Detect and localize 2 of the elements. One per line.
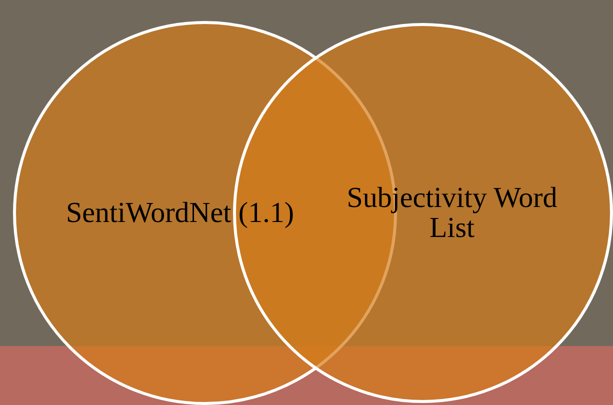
circle-label: Subjectivity Word List — [346, 183, 558, 243]
circle-label: SentiWordNet (1.1) — [64, 198, 295, 228]
